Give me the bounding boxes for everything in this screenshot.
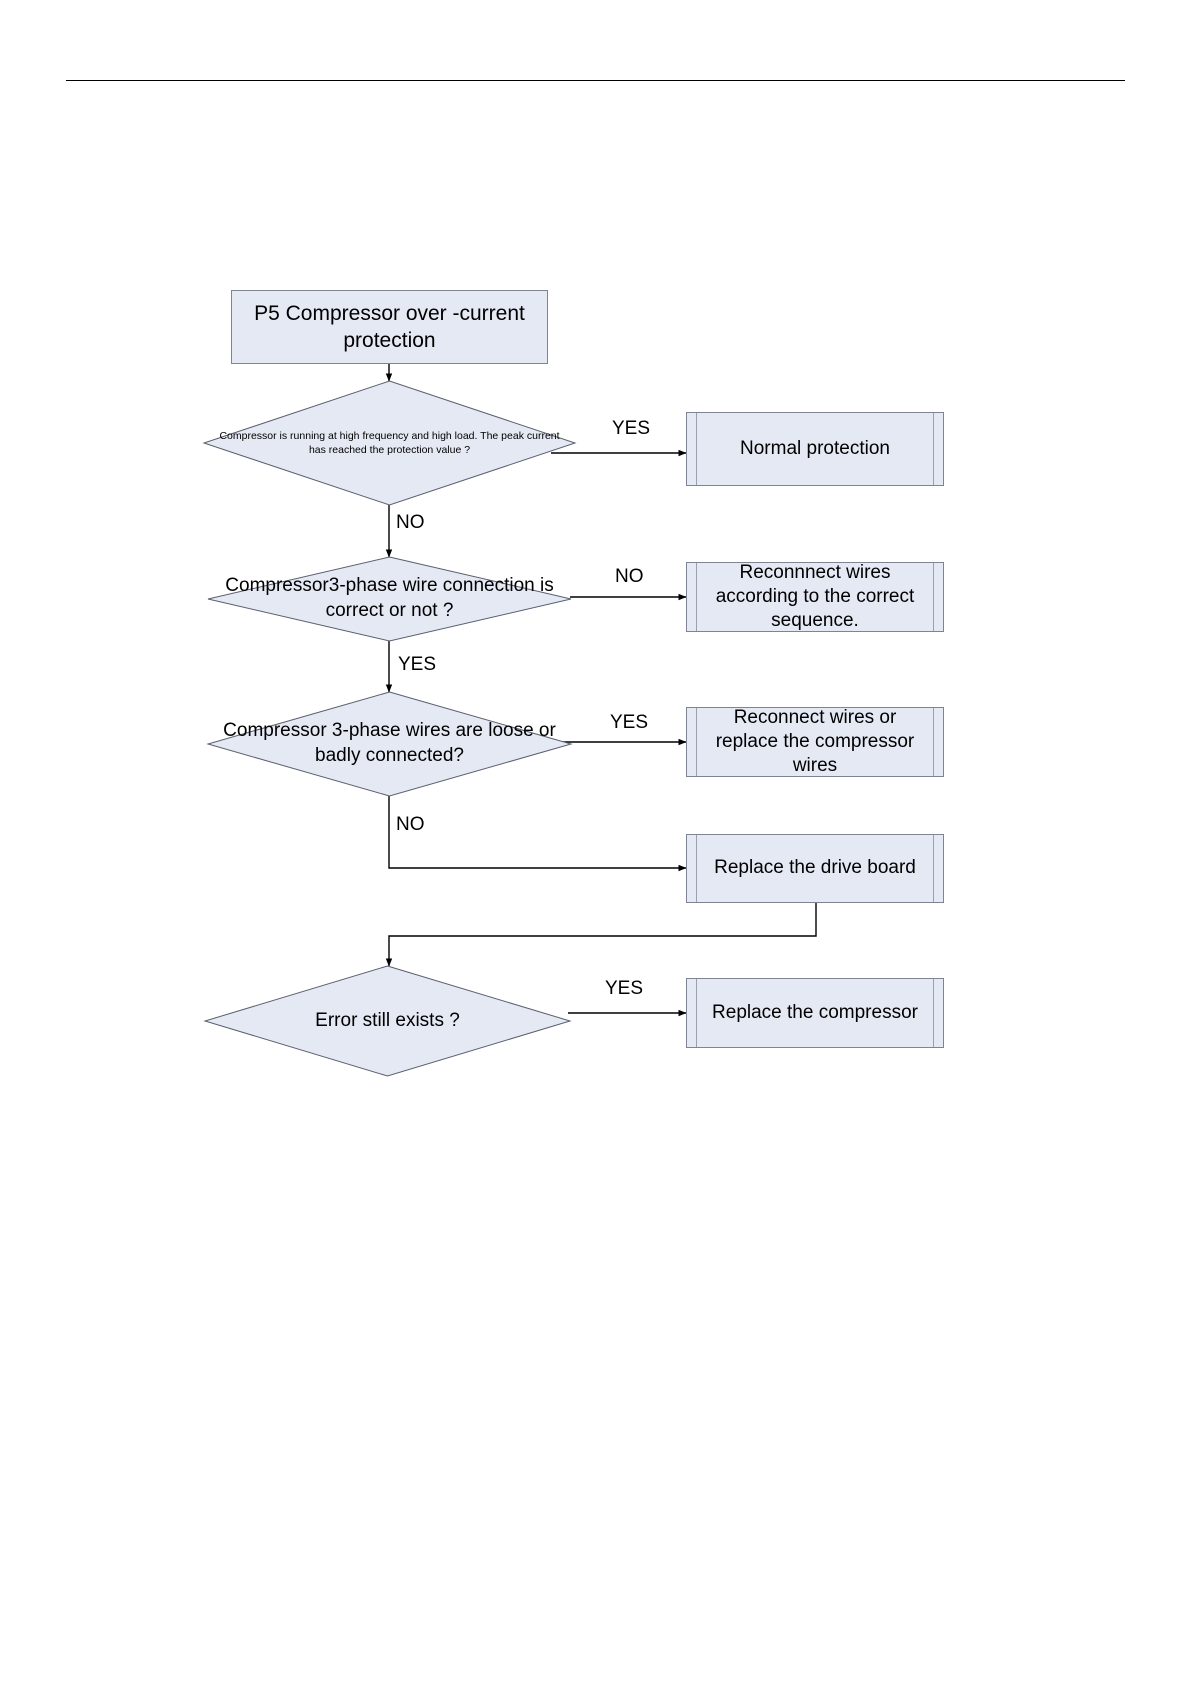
box-accent-left bbox=[696, 835, 697, 902]
box-accent-right bbox=[933, 563, 934, 631]
edge-label-yes-4: YES bbox=[605, 978, 644, 999]
node-reconnect-sequence: Reconnnect wires according to the correc… bbox=[686, 562, 944, 632]
edge-label-no-1: NO bbox=[396, 512, 425, 533]
node-reconnect-or-replace-wires: Reconnect wires or replace the compresso… bbox=[686, 707, 944, 777]
box-accent-left bbox=[696, 413, 697, 485]
node-start-p5: P5 Compressor over -current protection bbox=[231, 290, 548, 364]
node-reconnect-or-replace-wires-label: Reconnect wires or replace the compresso… bbox=[715, 706, 915, 777]
edge-label-yes-3: YES bbox=[610, 712, 649, 733]
box-accent-right bbox=[933, 708, 934, 776]
node-decision-wire-connection: Compressor3-phase wire connection is cor… bbox=[207, 556, 572, 642]
box-accent-right bbox=[933, 835, 934, 902]
node-start-label: P5 Compressor over -current protection bbox=[254, 301, 525, 352]
node-decision-error-still-exists: Error still exists ? bbox=[203, 965, 572, 1077]
node-replace-drive-board: Replace the drive board bbox=[686, 834, 944, 903]
node-decision-peak-current-label: Compressor is running at high frequency … bbox=[219, 429, 560, 456]
box-accent-right bbox=[933, 413, 934, 485]
node-reconnect-sequence-label: Reconnnect wires according to the correc… bbox=[715, 561, 915, 632]
node-decision-wire-connection-label: Compressor3-phase wire connection is cor… bbox=[225, 575, 554, 621]
edge-label-no-3: NO bbox=[396, 814, 425, 835]
box-accent-left bbox=[696, 979, 697, 1047]
node-normal-protection: Normal protection bbox=[686, 412, 944, 486]
node-replace-compressor: Replace the compressor bbox=[686, 978, 944, 1048]
header-divider bbox=[66, 80, 1125, 81]
node-replace-drive-board-label: Replace the drive board bbox=[714, 857, 916, 879]
edge-label-yes-2: YES bbox=[398, 654, 437, 675]
node-decision-peak-current: Compressor is running at high frequency … bbox=[202, 380, 577, 506]
box-accent-right bbox=[933, 979, 934, 1047]
edge-label-yes-1: YES bbox=[612, 418, 651, 439]
node-decision-error-still-exists-label: Error still exists ? bbox=[315, 1009, 460, 1031]
edge-label-no-2: NO bbox=[615, 566, 644, 587]
box-accent-left bbox=[696, 708, 697, 776]
node-decision-wires-loose: Compressor 3-phase wires are loose or ba… bbox=[206, 691, 573, 797]
node-decision-wires-loose-label: Compressor 3-phase wires are loose or ba… bbox=[223, 720, 556, 766]
box-accent-left bbox=[696, 563, 697, 631]
node-replace-compressor-label: Replace the compressor bbox=[712, 1001, 918, 1023]
node-normal-protection-label: Normal protection bbox=[740, 437, 890, 459]
